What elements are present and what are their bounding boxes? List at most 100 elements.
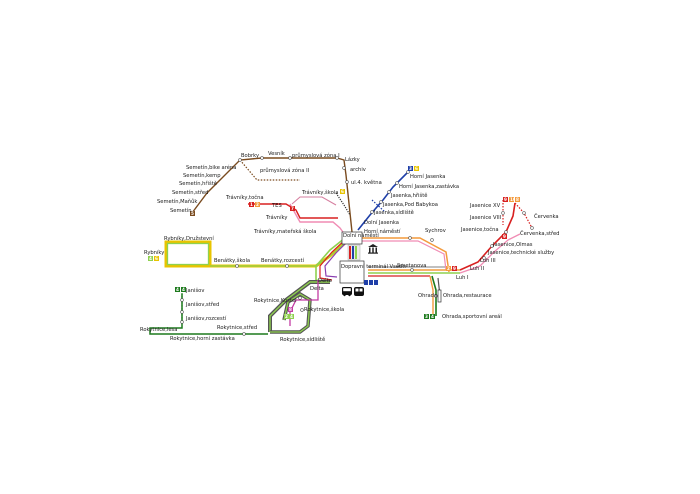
svg-text:7: 7 — [291, 206, 294, 211]
line-cervenka — [514, 202, 533, 229]
svg-text:2: 2 — [447, 266, 450, 271]
badge-jasenice-tocna: 9 — [502, 234, 507, 239]
label-benatky-rozcesti: Benátky,rozcestí — [261, 257, 304, 264]
line-bundle-3 — [324, 239, 350, 278]
label-semetin-bike: Semetín,bike aréna — [186, 164, 236, 171]
svg-text:4: 4 — [149, 256, 152, 261]
line-janisov — [149, 294, 268, 335]
label-luh2: Luh II — [470, 266, 485, 272]
label-benatky-skola: Benátky,škola — [214, 257, 250, 264]
svg-text:4: 4 — [182, 287, 185, 292]
label-janisov-rozcesti: Janišov,rozcestí — [185, 315, 227, 322]
label-rokytnice-sidliste: Rokytnice,sídliště — [280, 336, 325, 343]
line-east-pink — [360, 240, 447, 271]
label-smetanova: Smetanova — [397, 263, 426, 269]
label-rokytnice-horni: Rokytnice,horní zastávka — [170, 335, 235, 342]
svg-text:2: 2 — [285, 314, 288, 319]
label-ohrada-restaurace: Ohrada,restaurace — [443, 293, 492, 299]
terminal-box — [339, 260, 365, 284]
label-luh1: Luh I — [456, 275, 469, 281]
label-semetin-hriste: Semetín,hřiště — [179, 180, 217, 187]
label-rokytnice-skola: Rokytnice,škola — [304, 306, 344, 313]
rybniky-loop — [164, 240, 212, 268]
label-janisov-stred: Janišov,střed — [185, 301, 219, 308]
svg-text:2: 2 — [256, 202, 259, 207]
line-jasenice-red — [459, 202, 516, 271]
label-ul4kvetna: ul.4. května — [351, 179, 382, 186]
label-rokytnice-lesa: Rokytnice,lesa — [140, 327, 177, 333]
label-jasenka-sidliste: Jasenka,sídliště — [373, 209, 414, 216]
badge-rokytnice-pink: 8 — [288, 307, 293, 312]
line-yellow-dotted — [335, 192, 351, 216]
label-vesnik: Vesník — [268, 150, 285, 157]
label-ohrada-areal: Ohrada,sportovní areál — [442, 313, 502, 320]
label-bobrky: Bobrky — [241, 153, 259, 159]
label-rokytnice-kostel: Rokytnice,Kostel — [254, 298, 297, 304]
label-dolni-jasenka: Dolní Jasenka — [364, 219, 399, 226]
svg-text:10: 10 — [510, 197, 516, 202]
label-horni-namesti: Horní náměstí — [364, 228, 401, 235]
badge-tes-2: 2 — [255, 202, 260, 207]
badge-3: 3 — [408, 166, 413, 171]
svg-text:8: 8 — [289, 307, 292, 312]
svg-text:6: 6 — [155, 256, 158, 261]
line-pink-travniky — [289, 203, 346, 236]
label-jasenka-babykoa: Jasenka,Pod Babykoa — [382, 202, 438, 208]
label-semetin-markuv: Semetín,Maňůk — [157, 198, 197, 205]
svg-text:6: 6 — [341, 189, 344, 194]
label-rokytnice-stred: Rokytnice,střed — [217, 324, 257, 331]
label-luh3: Luh III — [480, 258, 496, 264]
label-jasenice-olmas: Jasenice,Olmas — [492, 242, 533, 248]
label-janisov: Janišov — [185, 287, 204, 294]
badge-travniky: 7 — [290, 206, 295, 211]
label-travniky-ms: Trávníky,mateřská škola — [253, 228, 316, 235]
stop-labels: Lázky Bobrky Vesník průmyslová zóna I pr… — [140, 150, 559, 343]
svg-text:4: 4 — [290, 314, 293, 319]
svg-text:5: 5 — [191, 211, 194, 216]
svg-text:3: 3 — [409, 166, 412, 171]
line-ohrada-orange — [429, 275, 434, 316]
label-travniky-skola: Trávníky,škola — [301, 189, 338, 196]
line-red-travniky — [248, 203, 338, 219]
line-grey-travniky — [291, 196, 337, 206]
label-terminal: Dopravní terminál Vsetín — [341, 263, 406, 270]
line-ohrada-green — [431, 275, 437, 316]
line-jasenice-pink — [459, 233, 521, 274]
stops — [180, 156, 534, 336]
label-tes: TES — [271, 203, 282, 209]
label-prumyslova1: průmyslová zóna I — [292, 152, 340, 159]
svg-text:9: 9 — [504, 197, 507, 202]
label-cervenka-stred: Červenka,střed — [520, 230, 559, 237]
line-bundle-2 — [319, 237, 348, 281]
svg-text:9: 9 — [453, 266, 456, 271]
svg-text:1: 1 — [250, 202, 253, 207]
label-sychrov: Sychrov — [425, 228, 446, 234]
label-jasenice-sluzby: Jasenice,technické služby — [487, 249, 554, 256]
label-jasenice-tocna: Jasenice,točna — [460, 226, 499, 233]
svg-text:4: 4 — [431, 314, 434, 319]
label-semetin-stred: Semetín,střed — [172, 189, 208, 196]
svg-text:4: 4 — [176, 287, 179, 292]
bus-icon — [342, 287, 352, 297]
label-horni-jasenka-zast: Horní Jasenka,zastávka — [399, 183, 459, 190]
label-archiv: archiv — [350, 167, 366, 173]
label-semetin: Semetín — [170, 207, 192, 214]
badge-5: 5 — [190, 211, 195, 216]
label-travniky-tocna: Trávníky,točna — [225, 194, 264, 201]
badge-6: 6 — [414, 166, 419, 171]
label-rybniky: Rybníky — [144, 249, 164, 256]
svg-text:9: 9 — [503, 234, 506, 239]
badge-tes: 1 — [249, 202, 254, 207]
svg-text:6: 6 — [415, 166, 418, 171]
label-jasenka-hriste: Jasenka,hřiště — [390, 192, 427, 199]
label-jasenice-xv: Jasenice XV — [469, 203, 501, 209]
label-cervenka: Červenka — [534, 213, 559, 220]
ohrada-terminal — [437, 289, 442, 303]
line-benatky-green — [210, 242, 346, 267]
